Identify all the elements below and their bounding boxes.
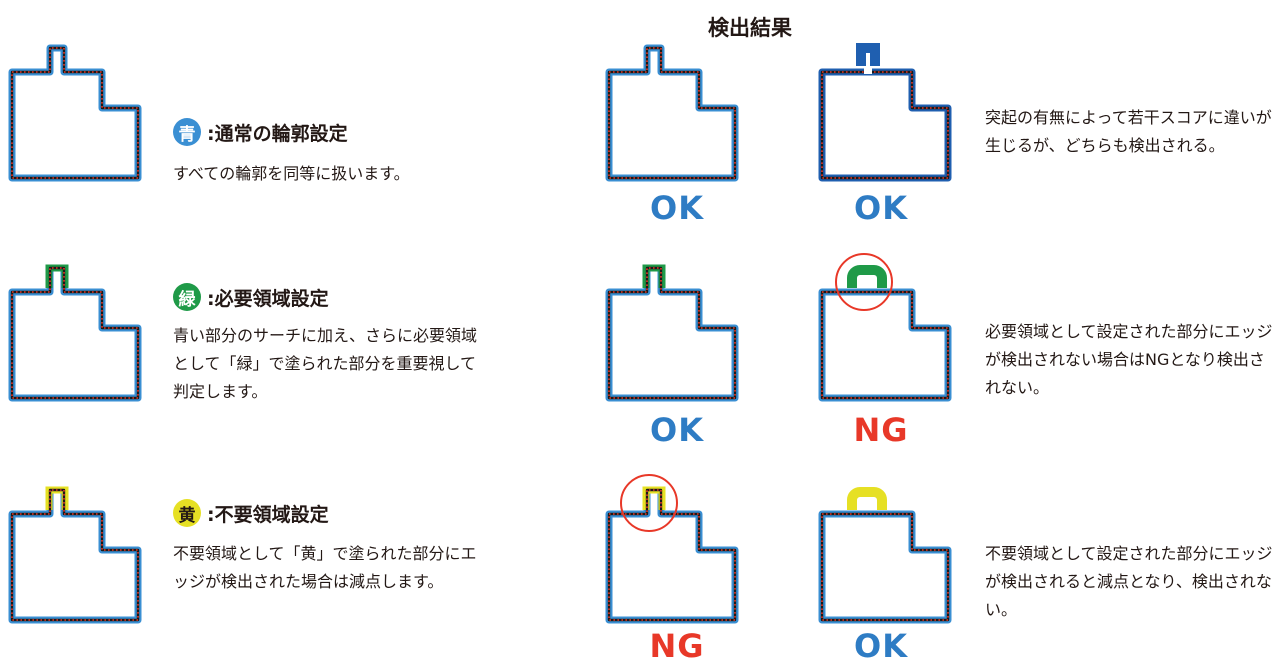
- result-label: OK: [854, 627, 908, 665]
- setting-heading-text: :必要領域設定: [207, 287, 329, 310]
- setting-heading-green: 緑 :必要領域設定: [173, 283, 329, 311]
- result-label: OK: [854, 189, 908, 227]
- yellow-badge: 黄: [173, 499, 201, 527]
- setting-heading-blue: 青 :通常の輪郭設定: [173, 118, 348, 146]
- setting-description-yellow: 不要領域として「黄」で塗られた部分にエッジが検出された場合は減点します。: [173, 544, 477, 591]
- result-label: OK: [650, 411, 704, 449]
- green-badge: 緑: [173, 283, 201, 311]
- yellow-unnecessary-shape: [8, 486, 142, 624]
- result-shape-blue-left: [605, 44, 739, 182]
- error-highlight-circle: [620, 474, 678, 532]
- result-shape-yellow-right: [818, 487, 952, 624]
- setting-description-blue: すべての輪郭を同等に扱います。: [173, 164, 410, 183]
- results-title: 検出結果: [708, 16, 792, 40]
- result-label: NG: [853, 411, 909, 449]
- result-note-3: 不要領域として設定された部分にエッジが検出されると減点となり、検出されない。: [985, 544, 1273, 619]
- result-note-2: 必要領域として設定された部分にエッジが検出されない場合はNGとなり検出されない。: [985, 322, 1273, 397]
- result-shape-green-left: [605, 264, 739, 402]
- result-label: NG: [649, 627, 705, 665]
- result-note-1: 突起の有無によって若干スコアに違いが生じるが、どちらも検出される。: [985, 108, 1272, 155]
- result-shape-blue-right: [818, 43, 952, 182]
- setting-heading-text: :通常の輪郭設定: [207, 122, 348, 145]
- setting-heading-yellow: 黄 :不要領域設定: [173, 499, 329, 527]
- blue-contour-shape: [8, 44, 142, 182]
- error-highlight-circle: [835, 253, 893, 311]
- setting-heading-text: :不要領域設定: [207, 503, 329, 526]
- setting-description-green: 青い部分のサーチに加え、さらに必要領域として「緑」で塗られた部分を重要視して判定…: [173, 326, 478, 401]
- result-label: OK: [650, 189, 704, 227]
- blue-badge: 青: [173, 118, 201, 146]
- green-required-shape: [8, 264, 142, 402]
